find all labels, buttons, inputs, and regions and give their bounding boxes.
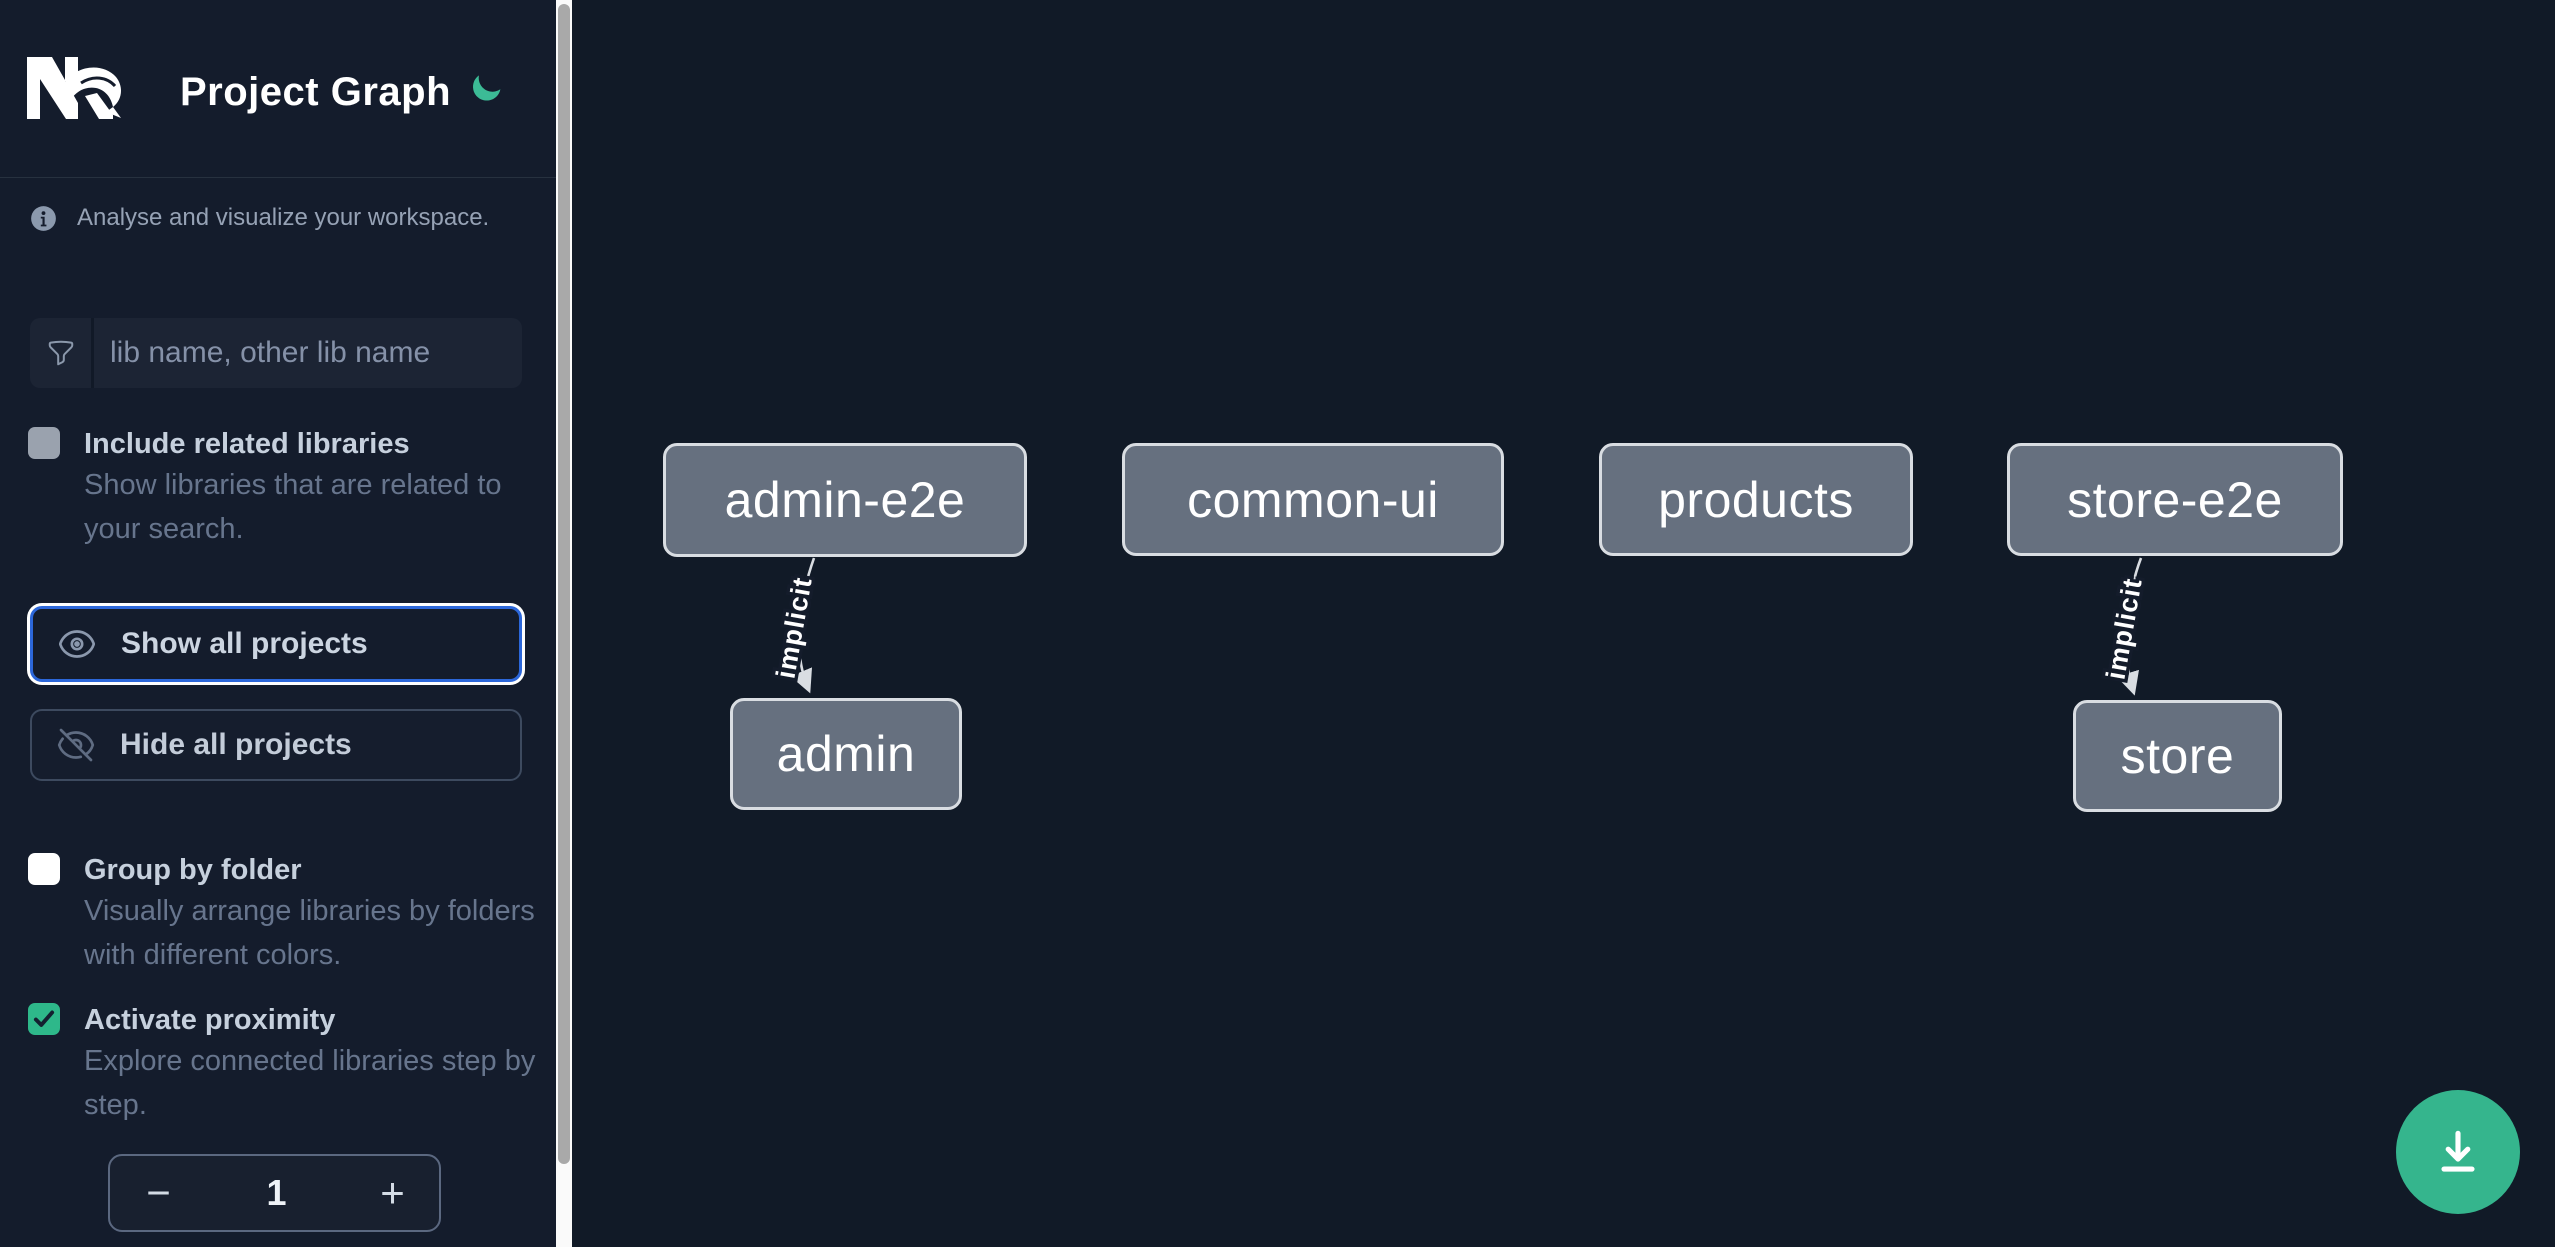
download-graph-button[interactable] [2396,1090,2520,1214]
download-icon [2441,1130,2475,1172]
edge-label-implicit: implicit [2100,576,2147,682]
group-by-folder-checkbox[interactable] [28,853,60,885]
hide-all-projects-label: Hide all projects [120,728,352,761]
stepper-decrement-button[interactable]: − [110,1156,207,1230]
sidebar: Project Graph Analyse and visualize your… [0,0,556,1247]
filter-icon-cell [30,318,94,388]
activate-proximity-description: Explore connected libraries step by step… [84,1045,536,1121]
edge-label-implicit: implicit [770,575,817,681]
graph-node-admin-e2e[interactable]: admin-e2e [663,443,1027,557]
dark-mode-toggle[interactable] [466,69,506,109]
option-include-related: Include related libraries Show libraries… [28,425,528,551]
graph-node-store[interactable]: store [2073,700,2282,812]
sidebar-header: Project Graph [0,0,556,178]
graph-node-admin[interactable]: admin [730,698,962,810]
option-group-by-folder: Group by folder Visually arrange librari… [28,851,535,977]
graph-node-common-ui[interactable]: common-ui [1122,443,1504,556]
hide-all-projects-button[interactable]: Hide all projects [30,709,522,781]
sidebar-scrollbar-thumb[interactable] [558,4,570,1164]
edge-layer: implicit implicit [767,557,2151,696]
activate-proximity-label: Activate proximity [84,1004,336,1036]
group-by-folder-description: Visually arrange libraries by folders wi… [84,895,535,971]
check-icon [33,1010,55,1027]
info-text: Analyse and visualize your workspace. [77,204,490,231]
nx-logo [27,57,122,119]
include-related-label: Include related libraries [84,428,410,460]
workspace-info: Analyse and visualize your workspace. [30,203,530,233]
sidebar-scrollbar-track[interactable] [556,0,572,1247]
stepper-increment-button[interactable]: + [346,1156,439,1230]
include-related-checkbox[interactable] [28,427,60,459]
eye-icon [58,630,96,658]
graph-node-store-e2e[interactable]: store-e2e [2007,443,2343,556]
page-title: Project Graph [180,70,452,114]
include-related-description: Show libraries that are related to your … [84,469,502,545]
edge-admin-e2e-admin[interactable] [790,557,816,694]
stepper-value: 1 [266,1172,287,1213]
info-icon [31,205,56,231]
group-by-folder-label: Group by folder [84,854,302,886]
show-all-projects-label: Show all projects [121,627,368,660]
proximity-depth-stepper: − 1 + [108,1154,441,1232]
filter-icon [48,340,73,366]
show-all-projects-button[interactable]: Show all projects [30,606,522,682]
activate-proximity-checkbox[interactable] [28,1003,60,1035]
graph-canvas[interactable]: implicit implicit admin-e2e common-ui pr… [572,0,2555,1247]
graph-node-products[interactable]: products [1599,443,1913,556]
eye-off-icon [57,728,95,762]
option-activate-proximity: Activate proximity Explore connected lib… [28,1001,535,1127]
search-box [30,318,522,388]
moon-icon [473,74,501,101]
edge-store-e2e-store[interactable] [2116,557,2143,696]
search-input[interactable] [94,318,522,388]
